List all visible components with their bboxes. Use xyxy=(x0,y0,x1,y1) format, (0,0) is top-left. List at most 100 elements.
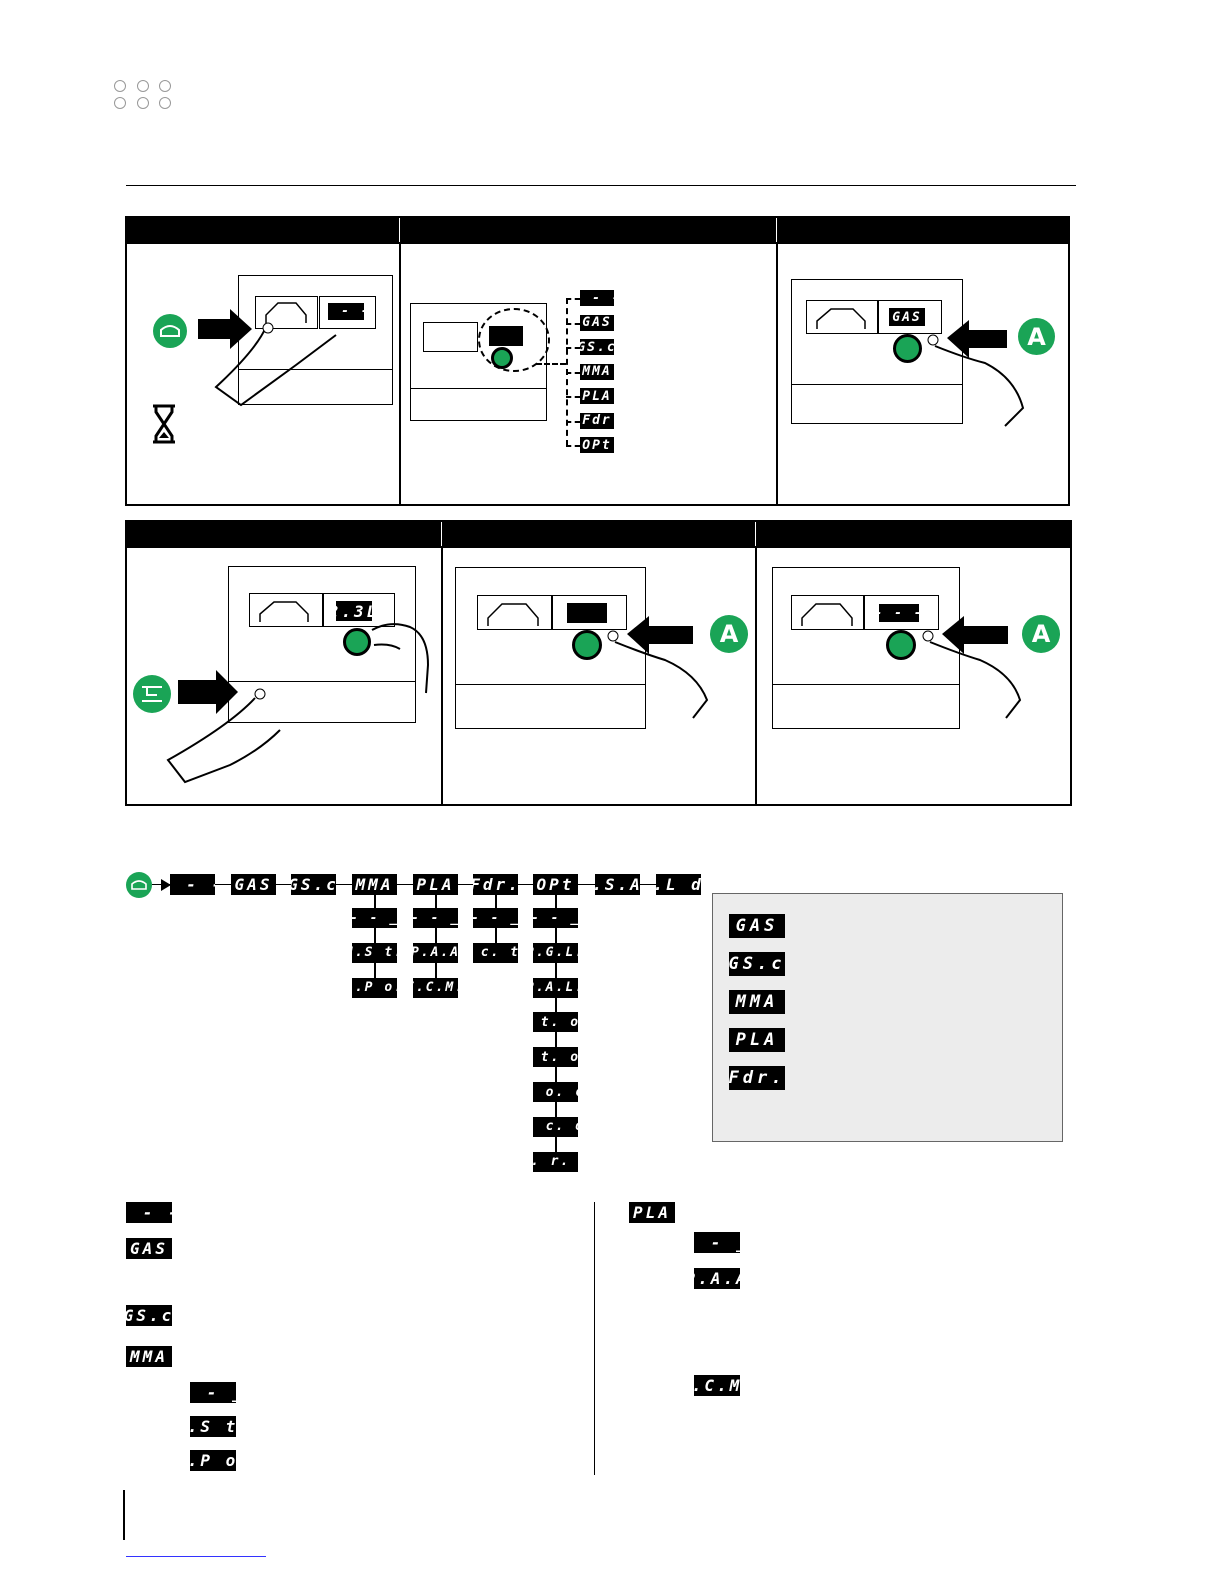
row2-divider xyxy=(755,520,757,806)
row1-divider xyxy=(399,216,401,506)
menu-item: MMA xyxy=(580,363,614,380)
lcd-display: - - - xyxy=(864,595,939,630)
lcd-display: 2.3L xyxy=(323,593,395,627)
tree-child: 4 t. o. xyxy=(533,1047,578,1068)
menu-connector xyxy=(566,371,580,374)
tree-node: OPt xyxy=(533,874,578,895)
badge-a: A xyxy=(1018,318,1055,355)
description-code: A.P o. xyxy=(190,1450,236,1471)
header-dot xyxy=(137,97,149,109)
tree-child: - - _ xyxy=(413,908,458,928)
tree-node: Fdr. xyxy=(473,874,518,895)
tree-child: P.A.L. xyxy=(533,977,578,998)
tree-child: E.C.M. xyxy=(413,977,458,998)
description-code: GS.c xyxy=(126,1305,172,1326)
footer-rule xyxy=(123,1490,125,1540)
knob[interactable] xyxy=(893,334,922,363)
column-divider xyxy=(594,1202,595,1475)
mode-display xyxy=(791,595,864,630)
menu-tree-trunk xyxy=(152,884,660,885)
description-code: - - _ xyxy=(694,1232,740,1253)
legend-item: GAS xyxy=(729,914,785,938)
tree-child: A.P o. xyxy=(352,977,397,998)
description-code: P.A.A xyxy=(694,1268,740,1289)
mode-icon xyxy=(153,314,187,348)
tree-child: P.G.L. xyxy=(533,942,578,963)
display-value: 2.3L xyxy=(336,601,372,621)
description-code: PLA xyxy=(629,1202,675,1223)
tree-node: MMA xyxy=(352,874,397,895)
row2-header-bar xyxy=(125,520,1072,548)
tree-node: - - - xyxy=(170,874,215,895)
menu-connector xyxy=(566,298,580,300)
zoom-circle xyxy=(478,308,550,372)
row1-divider xyxy=(776,216,778,506)
control-panel: GAS xyxy=(791,279,963,424)
description-code: MMA xyxy=(126,1346,172,1367)
knob[interactable] xyxy=(886,630,916,660)
footer-link-underline xyxy=(126,1556,266,1557)
legend-item: Fdr. xyxy=(729,1066,785,1090)
lcd-display: - - - xyxy=(319,296,376,329)
tree-child: H.S t. xyxy=(352,942,397,963)
pressing-hand xyxy=(922,616,1022,719)
tree-child: r. c. o. xyxy=(533,1116,578,1137)
tree-node: PLA xyxy=(413,874,458,895)
wire-feed-icon xyxy=(133,675,171,713)
hourglass-icon xyxy=(153,404,175,444)
pressing-hand xyxy=(166,670,281,784)
knob[interactable] xyxy=(572,630,602,660)
row1-header-bar xyxy=(125,216,1070,244)
menu-item: GAS xyxy=(580,314,614,331)
mode-display xyxy=(806,300,878,334)
control-panel xyxy=(455,567,646,729)
lcd-display: GAS xyxy=(878,300,942,334)
pressing-hand xyxy=(607,616,709,719)
control-panel: - - - xyxy=(772,567,960,729)
menu-connector xyxy=(566,420,580,423)
badge-a: A xyxy=(1022,615,1060,653)
menu-connector xyxy=(566,445,580,447)
badge-a: A xyxy=(710,615,748,653)
menu-item: OPt xyxy=(580,437,614,453)
description-code: - - - xyxy=(126,1202,172,1223)
mode-display xyxy=(423,322,478,352)
tree-node: P.S.A. xyxy=(595,874,640,895)
header-dot xyxy=(159,97,171,109)
tree-child: t. r. c xyxy=(533,1151,578,1172)
description-code: H.S t. xyxy=(190,1416,236,1437)
tree-branch xyxy=(373,895,376,988)
display-value: - - - xyxy=(879,604,919,622)
description-code: GAS xyxy=(126,1238,172,1259)
tree-node: GS.c xyxy=(291,874,336,895)
menu-connector xyxy=(566,396,580,398)
legend-item: PLA xyxy=(729,1028,785,1052)
tree-child: - - _ xyxy=(533,908,578,928)
display-value xyxy=(567,603,607,623)
knob[interactable] xyxy=(491,347,513,369)
pressing-hand xyxy=(927,320,1025,427)
legend-item: MMA xyxy=(729,990,785,1014)
header-dot xyxy=(114,97,126,109)
tree-child: 2 t. o. xyxy=(533,1012,578,1033)
mode-display xyxy=(249,593,323,627)
display-value: GAS xyxy=(889,308,925,326)
tree-node: P.L d. xyxy=(656,874,701,895)
knob[interactable] xyxy=(343,628,371,656)
mode-icon xyxy=(126,872,152,898)
lcd-display xyxy=(552,595,627,630)
turning-hand xyxy=(371,623,430,694)
header-dot xyxy=(159,80,171,92)
tree-node: GAS xyxy=(231,874,276,895)
tree-child: P.A.A xyxy=(413,942,458,963)
description-code: - - _ xyxy=(190,1382,236,1403)
row2-divider xyxy=(441,520,443,806)
header-dot xyxy=(114,80,126,92)
pressing-hand xyxy=(198,309,337,407)
tree-branch xyxy=(434,895,437,988)
tree-child: A c. t. xyxy=(473,942,518,963)
mode-display xyxy=(255,296,318,329)
control-panel: - - - xyxy=(238,275,393,405)
header-dot xyxy=(137,80,149,92)
